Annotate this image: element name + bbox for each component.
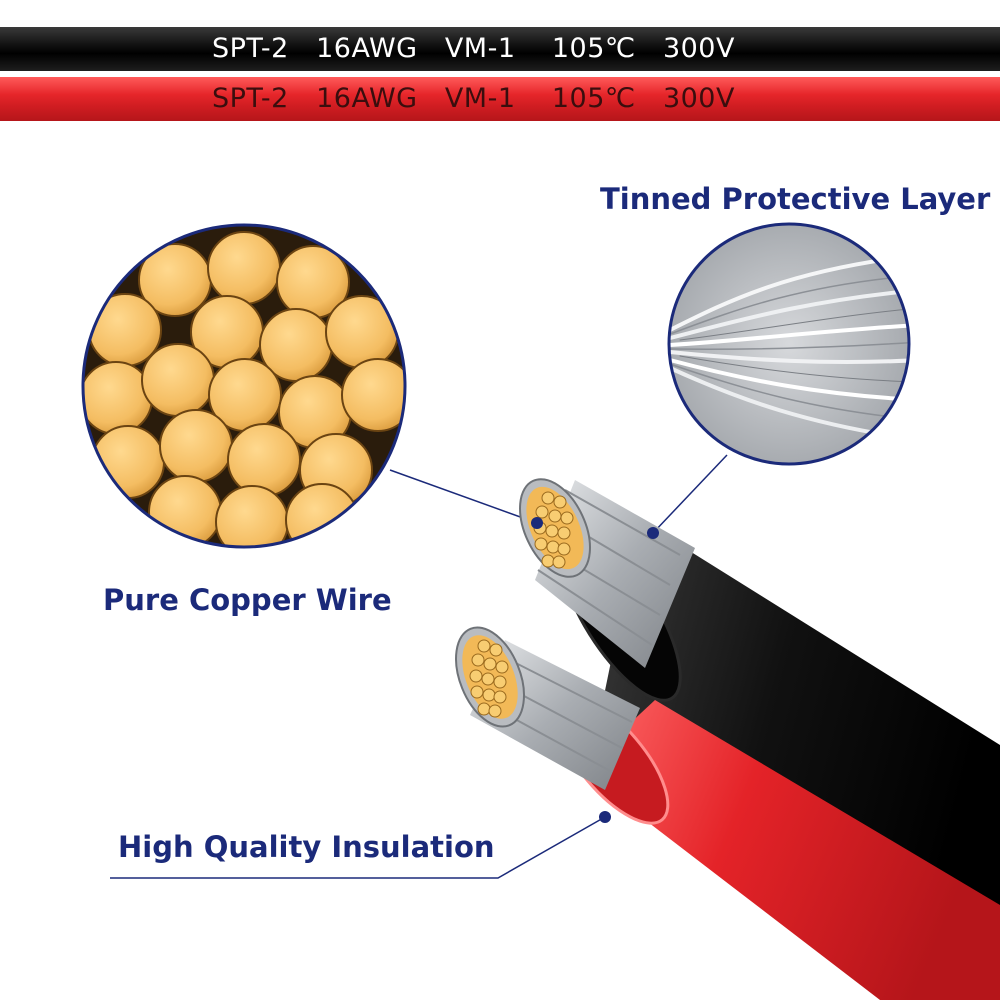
copper-callout-dot: [531, 517, 543, 529]
red-wire-print-text: SPT-2 16AWG VM-1 105℃ 300V: [212, 83, 735, 114]
insulation-callout-dot: [599, 811, 611, 823]
copper-wire-callout: Pure Copper Wire: [103, 583, 392, 617]
black-cable-conductor: [519, 478, 695, 668]
tinned-layer-callout: Tinned Protective Layer: [600, 182, 991, 216]
copper-callout-line: [389, 469, 538, 524]
red-cable-conductor: [455, 626, 640, 790]
black-wire-band: SPT-2 16AWG VM-1 105℃ 300V: [0, 27, 1000, 71]
tinned-callout-dot: [647, 527, 659, 539]
red-wire-band: SPT-2 16AWG VM-1 105℃ 300V: [0, 77, 1000, 121]
black-wire-print-text: SPT-2 16AWG VM-1 105℃ 300V: [212, 33, 735, 64]
tinned-strands-magnifier: [667, 222, 911, 466]
copper-strands-magnifier: [81, 223, 407, 549]
insulation-callout-line: [110, 816, 606, 879]
callout-lines: [110, 454, 728, 879]
insulation-callout: High Quality Insulation: [118, 830, 495, 864]
tinned-callout-line: [652, 454, 728, 534]
